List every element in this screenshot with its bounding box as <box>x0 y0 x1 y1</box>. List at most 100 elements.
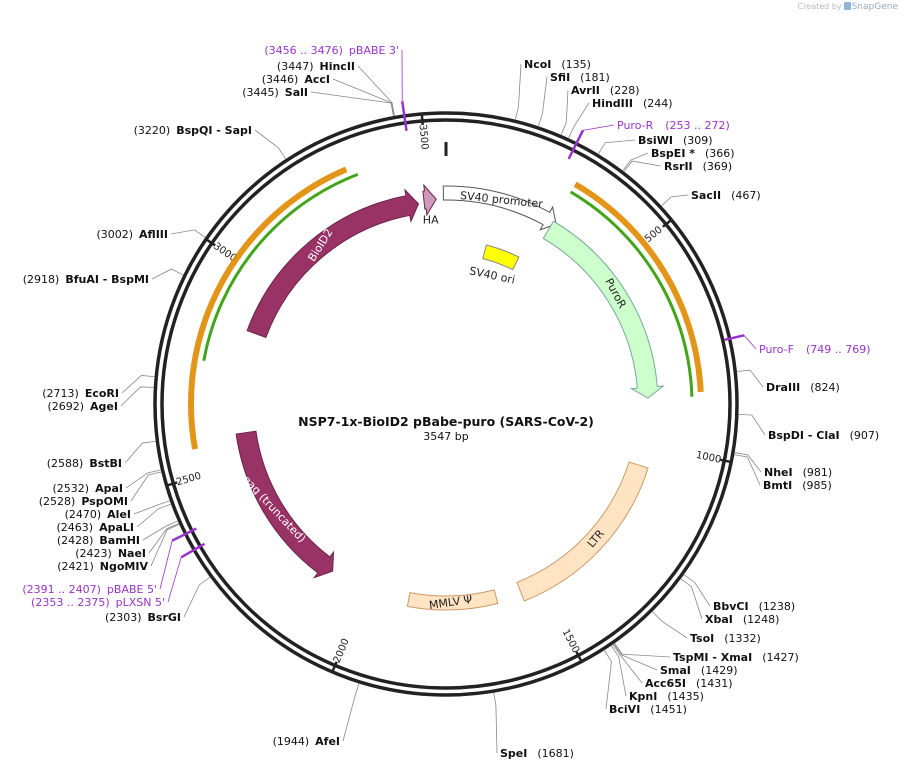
label-ha: HA <box>423 214 439 227</box>
tick-2500 <box>165 481 178 487</box>
site-position: (1944) <box>273 735 310 748</box>
site-bspdi: BspDI - ClaI(907) <box>768 429 879 442</box>
feature-bioid2 <box>246 188 420 339</box>
site-leaders <box>120 49 766 754</box>
site-acci: AccI(3446) <box>262 73 330 86</box>
tick-1500 <box>575 651 584 663</box>
site-smai: SmaI(1429) <box>660 664 737 677</box>
primer-range: (253 .. 272) <box>665 119 730 132</box>
leader-agei <box>120 386 154 407</box>
site-position: (135) <box>561 58 591 71</box>
feature-ltr <box>516 461 649 602</box>
orf-arc-right-green <box>569 190 694 397</box>
site-name: AflIII <box>139 228 168 241</box>
primer-mark-0 <box>567 129 585 160</box>
site-name: ApaLI <box>99 521 134 534</box>
feature-sv40-ori <box>482 244 520 271</box>
leader-apai <box>125 469 161 489</box>
leader-bspqi <box>254 129 286 160</box>
site-name: SmaI <box>660 664 691 677</box>
site-position: (2918) <box>23 273 60 286</box>
site-position: (3445) <box>242 86 279 99</box>
feature-gag-truncated <box>235 430 335 579</box>
site-name: NgoMIV <box>100 560 149 573</box>
feature-mmlv-psi <box>406 589 499 611</box>
site-name: XbaI <box>705 613 733 626</box>
site-position: (1681) <box>537 747 574 760</box>
primer-leader-1 <box>743 335 757 350</box>
primer-plxsn-5-: pLXSN 5'(2353 .. 2375) <box>31 596 165 609</box>
site-bspqi: BspQI - SapI(3220) <box>134 124 252 137</box>
site-ecori: EcoRI(2713) <box>42 387 119 400</box>
label-mmlv-psi: MMLV Ψ <box>428 593 473 612</box>
site-position: (3447) <box>277 60 314 73</box>
tick-label-2500: 2500 <box>175 471 203 489</box>
site-name: AvrII <box>571 84 600 97</box>
leader-hincii <box>357 65 395 116</box>
site-naei: NaeI(2423) <box>75 547 146 560</box>
created-by-label: Created by <box>797 2 842 11</box>
site-acc65i: Acc65I(1431) <box>645 677 733 690</box>
site-name: ApaI <box>95 482 123 495</box>
site-position: (3446) <box>262 73 299 86</box>
label-gag: gag (truncated) <box>240 473 308 545</box>
site-name: BfuAI - BspMI <box>65 273 149 286</box>
leader-ngomiv <box>150 524 180 567</box>
site-name: SacII <box>691 189 721 202</box>
site-position: (3220) <box>134 124 171 137</box>
site-position: (369) <box>703 160 733 173</box>
site-name: BmtI <box>763 479 792 492</box>
leader-naei <box>148 523 179 554</box>
site-name: TsoI <box>690 632 714 645</box>
site-name: SfiI <box>550 71 570 84</box>
site-position: (366) <box>705 147 735 160</box>
site-apai: ApaI(2532) <box>53 482 123 495</box>
site-position: (2463) <box>57 521 94 534</box>
feature-puror <box>542 220 665 399</box>
site-bsiwi: BsiWI(309) <box>638 134 713 147</box>
primer-leader-0 <box>582 124 615 131</box>
primer-mark-1 <box>724 334 745 342</box>
site-position: (1427) <box>762 651 799 664</box>
site-afei: AfeI(1944) <box>273 735 340 748</box>
tick-label-1500: 1500 <box>560 628 582 656</box>
leader-afliii <box>170 229 206 238</box>
leader-bamhi <box>142 520 178 541</box>
site-name: DraIII <box>766 381 800 394</box>
primer-mark-3 <box>180 542 206 559</box>
leader-kpni <box>611 645 627 697</box>
site-name: BciVI <box>609 703 640 716</box>
primer-label: pBABE 5' <box>107 583 157 596</box>
leader-acc65i <box>612 644 643 684</box>
site-avrii: AvrII(228) <box>571 84 640 97</box>
leader-pspomi <box>130 471 162 502</box>
site-position: (2428) <box>57 534 94 547</box>
site-name: NcoI <box>524 58 551 71</box>
site-position: (824) <box>810 381 840 394</box>
site-position: (1238) <box>759 600 796 613</box>
leader-sacii <box>661 194 689 206</box>
site-alei: AleI(2470) <box>65 508 131 521</box>
leader-nhei <box>734 452 762 473</box>
leader-apali <box>136 503 171 528</box>
primer-leader-3 <box>167 557 182 603</box>
primer-label: Puro-F <box>759 343 794 356</box>
orf-arc-right-orange <box>573 181 704 393</box>
site-name: NaeI <box>118 547 146 560</box>
site-bfuai: BfuAI - BspMI (2918) <box>23 273 149 286</box>
primer-label: pBABE 3' <box>349 44 399 57</box>
primer-range: (3456 .. 3476) <box>264 44 343 57</box>
site-name: BstBI <box>89 457 122 470</box>
primer-range: (2353 .. 2375) <box>31 596 110 609</box>
site-name: HincII <box>319 60 355 73</box>
leader-avrii <box>560 89 569 135</box>
site-hincii: HincII (3447) <box>277 60 355 73</box>
orf-arc-left-green <box>202 172 359 362</box>
site-name: HindIII <box>592 97 633 110</box>
site-bmti: BmtI(985) <box>763 479 832 492</box>
orf-arcs <box>188 166 704 450</box>
backbone-inner <box>160 118 732 690</box>
primer-pbabe-3-: pBABE 3' (3456 .. 3476) <box>264 44 399 57</box>
